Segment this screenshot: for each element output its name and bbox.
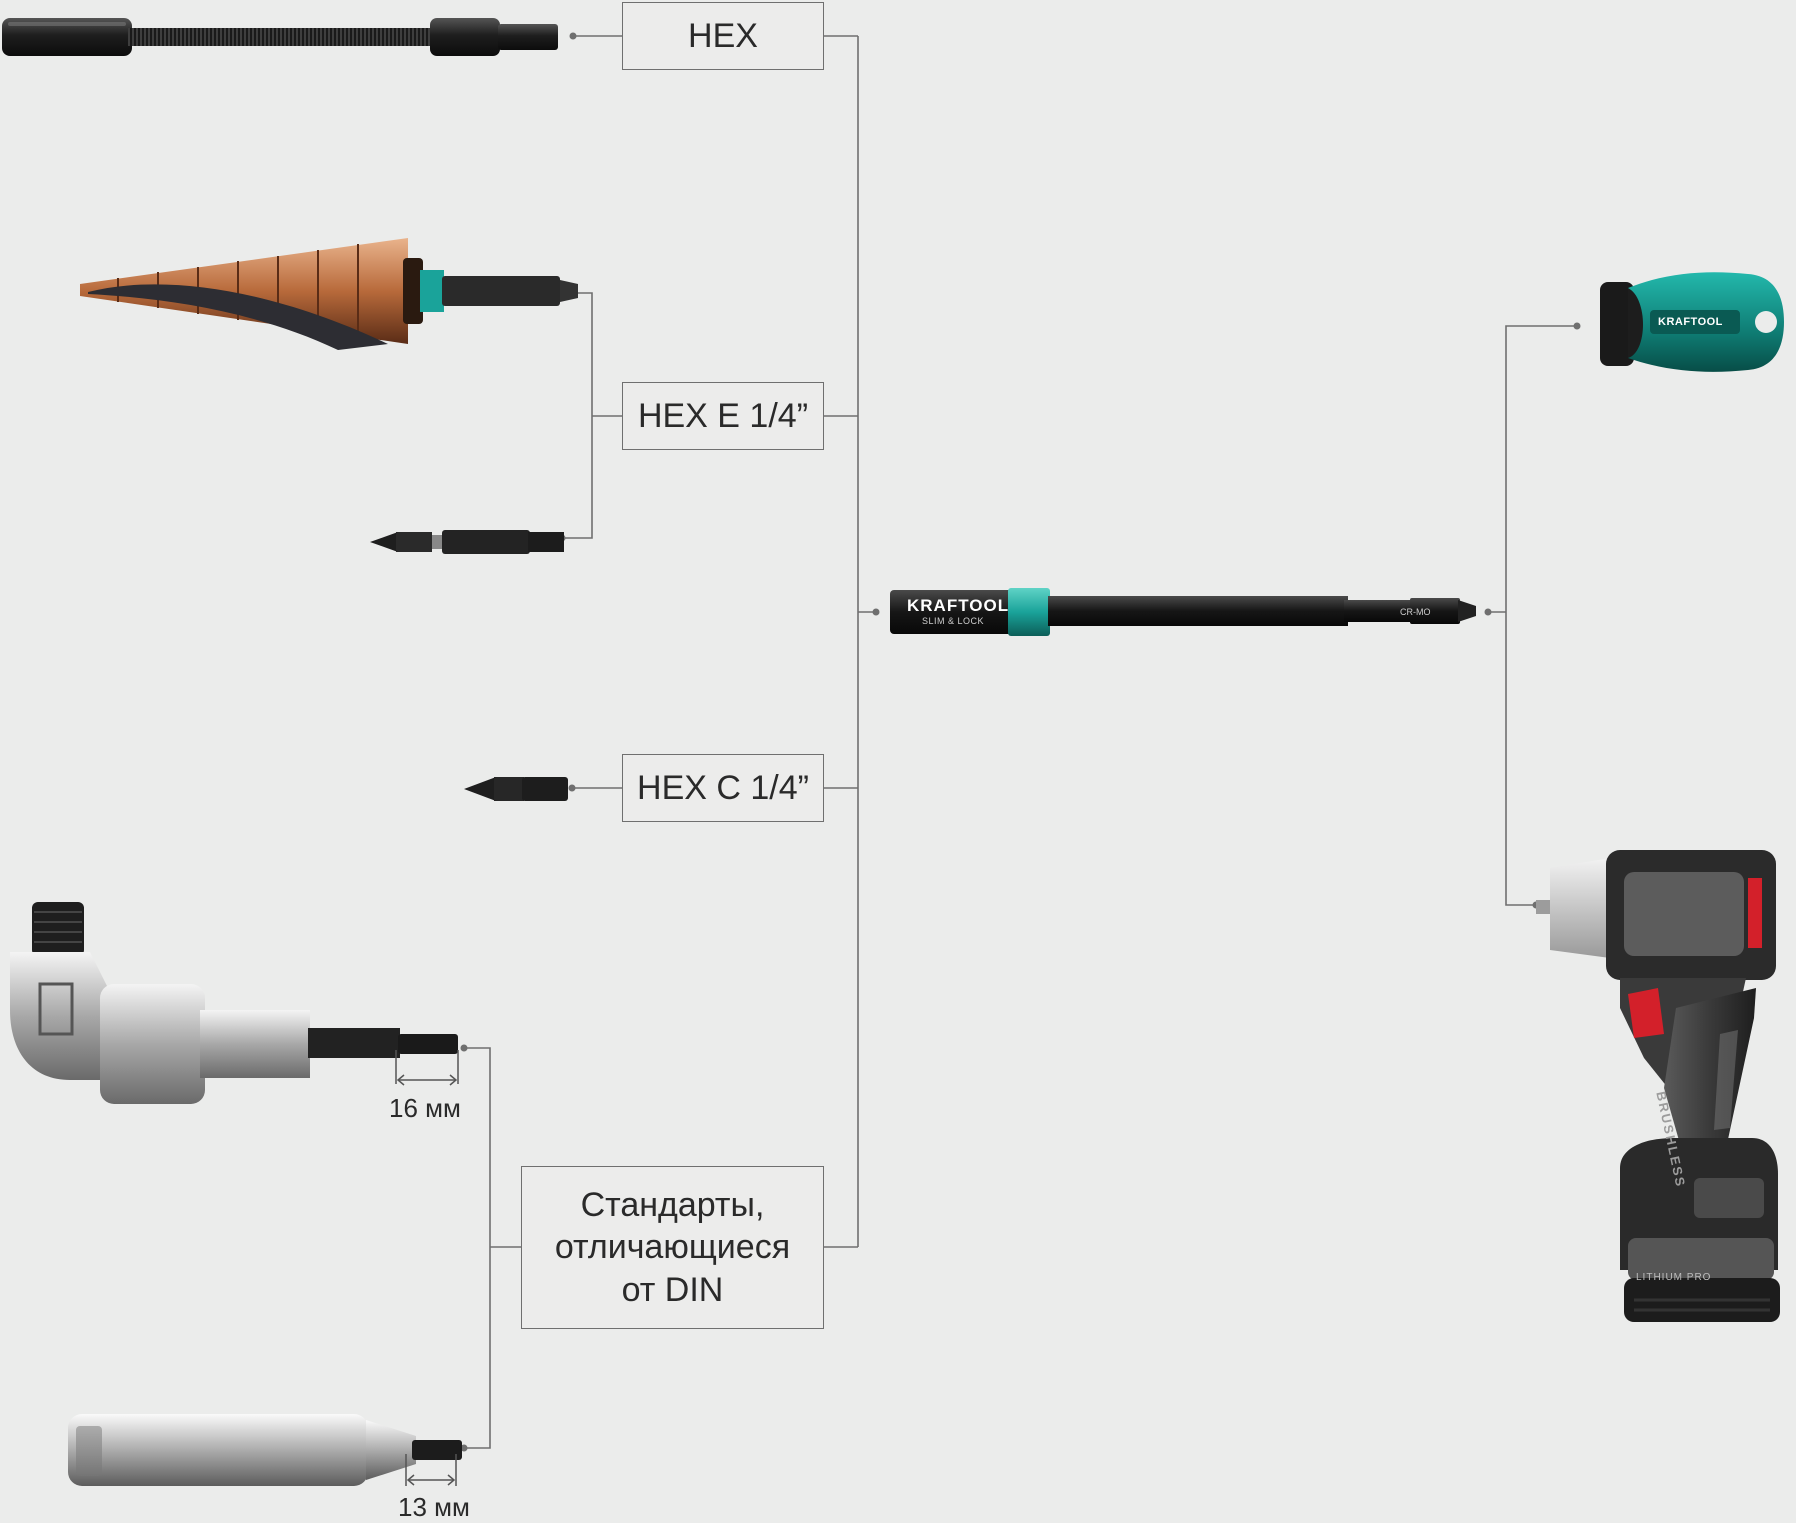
hex-label: HEX: [688, 16, 758, 55]
holder-model-mark: SLIM & LOCK: [922, 616, 985, 626]
hex-e-label-box: HEX E 1/4”: [622, 382, 824, 450]
dimension-16mm-marker: [395, 1050, 459, 1086]
hex-label-box: HEX: [622, 2, 824, 70]
dimension-13mm-marker: [405, 1454, 457, 1486]
phillips-bit-c-image: [464, 777, 568, 801]
screwdriver-brand-mark: KRAFTOOL: [1658, 316, 1723, 328]
non-din-label-line3: от DIN: [621, 1270, 724, 1309]
hex-e-label: HEX E 1/4”: [637, 396, 809, 435]
hex-c-label-box: HEX C 1/4”: [622, 754, 824, 822]
phillips-bit-e-image: [370, 530, 564, 554]
holder-brand-mark: KRAFTOOL: [907, 596, 1010, 615]
battery-badge: LITHIUM PRO: [1636, 1272, 1712, 1283]
hex-c-label: HEX C 1/4”: [637, 768, 809, 807]
dimension-16mm-label: 16 мм: [389, 1093, 461, 1123]
flexible-shaft-image: [2, 18, 558, 56]
non-din-label-line2: отличающиеся: [554, 1228, 791, 1267]
non-din-label-box: Стандарты, отличающиеся от DIN: [521, 1166, 824, 1329]
angle-adapter-image: [10, 902, 458, 1104]
non-din-label-line1: Стандарты,: [580, 1185, 765, 1224]
step-drill-image: [80, 238, 578, 350]
socket-holder-image: [68, 1414, 462, 1486]
screwdriver-image: [1600, 272, 1784, 372]
impact-driver-image: [1536, 850, 1780, 1322]
dimension-13mm-label: 13 мм: [398, 1492, 470, 1522]
holder-material-mark: CR-MO: [1400, 607, 1431, 617]
bit-holder-image: [890, 588, 1476, 636]
